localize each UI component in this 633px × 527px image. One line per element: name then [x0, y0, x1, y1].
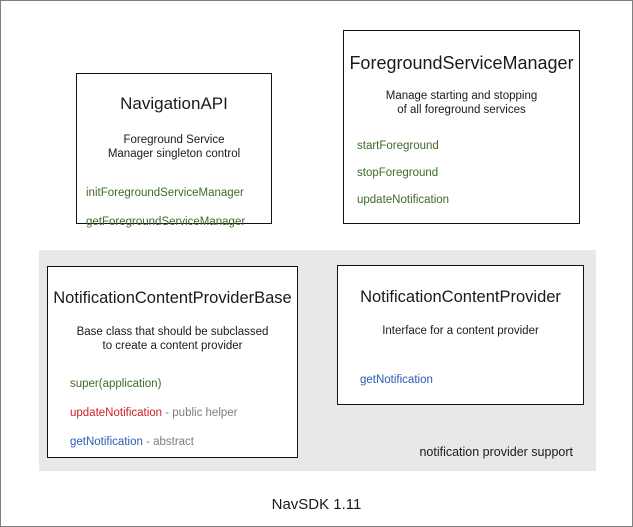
class-description-notification-content-provider-base-line-1: Base class that should be subclassed [76, 326, 269, 338]
class-description-navigation-api-line-2: Manager singleton control [107, 148, 241, 160]
member-list-navigation-api: initForegroundServiceManager getForegrou… [77, 186, 271, 229]
member-start-foreground: startForeground [357, 140, 439, 152]
member-note-get-notification: - abstract [142, 436, 195, 448]
member-note-update-notification: - public helper [162, 407, 238, 419]
group-label: notification provider support [419, 445, 573, 459]
member-row-get-notification: getNotification - abstract [70, 435, 297, 449]
class-description-notification-content-provider-line-1: Interface for a content provider [382, 325, 539, 337]
class-box-notification-content-provider-base: NotificationContentProviderBase Base cla… [47, 266, 298, 458]
class-box-notification-content-provider: NotificationContentProvider Interface fo… [337, 265, 584, 405]
member-row-update-notification: updateNotification - public helper [70, 406, 297, 420]
class-title-navigation-api: NavigationAPI [120, 94, 228, 113]
class-description-notification-content-provider-base-line-2: to create a content provider [102, 340, 243, 352]
member-get-foreground-service-manager: getForegroundServiceManager [86, 216, 246, 228]
member-list-foreground-service-manager: startForeground stopForeground updateNot… [344, 139, 579, 207]
class-description-foreground-service-manager-line-2: of all foreground services [397, 104, 526, 116]
footer-caption: NavSDK 1.11 [271, 496, 362, 513]
class-title-notification-content-provider: NotificationContentProvider [360, 288, 561, 306]
member-list-notification-content-provider: getNotification [338, 373, 583, 387]
member-super-application: super(application) [70, 378, 162, 390]
member-row-super-application: super(application) [70, 377, 297, 391]
class-description-navigation-api-line-1: Foreground Service [123, 134, 225, 146]
class-box-foreground-service-manager: ForegroundServiceManager Manage starting… [343, 30, 580, 224]
class-title-foreground-service-manager: ForegroundServiceManager [349, 53, 574, 73]
class-title-notification-content-provider-base: NotificationContentProviderBase [53, 289, 292, 307]
member-init-foreground-service-manager: initForegroundServiceManager [86, 187, 244, 199]
member-get-notification: getNotification [360, 374, 433, 386]
member-get-notification: getNotification [70, 436, 143, 448]
member-update-notification: updateNotification [70, 407, 163, 419]
class-box-navigation-api: NavigationAPI Foreground Service Manager… [76, 73, 272, 228]
member-update-notification: updateNotification [357, 194, 450, 206]
member-list-notification-content-provider-base: super(application) updateNotification - … [48, 377, 297, 449]
class-description-foreground-service-manager-line-1: Manage starting and stopping [385, 90, 538, 102]
member-stop-foreground: stopForeground [357, 167, 439, 179]
